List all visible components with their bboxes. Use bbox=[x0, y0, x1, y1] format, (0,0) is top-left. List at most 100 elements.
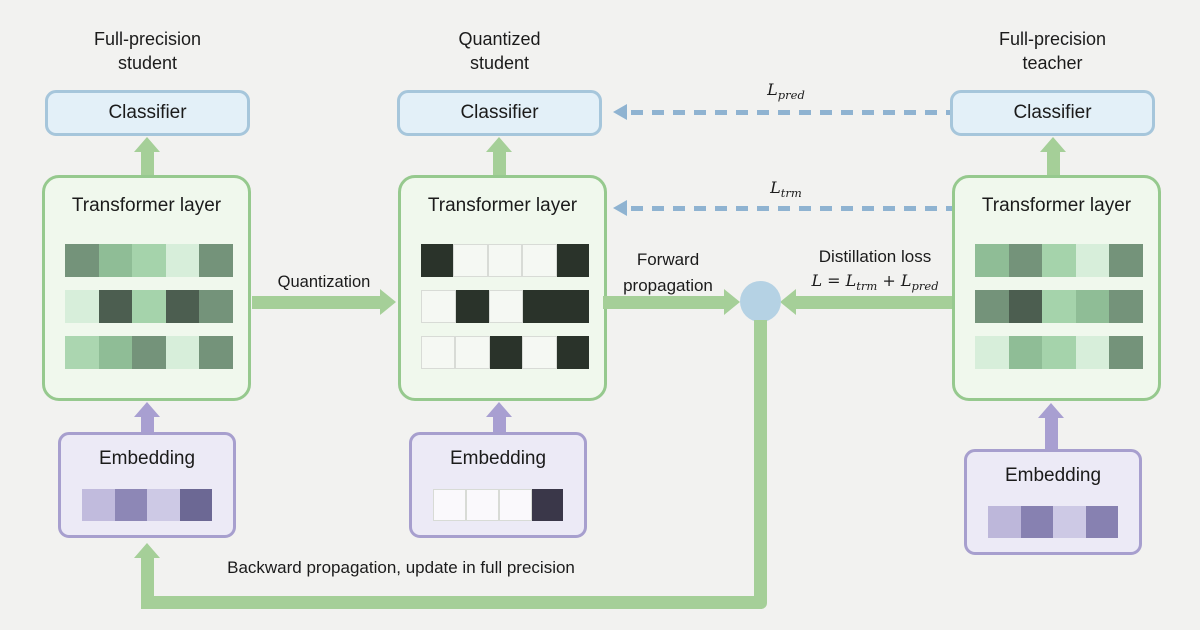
arrow-transformer-to-classifier-right bbox=[1040, 137, 1066, 175]
distillation-loss-label: Distillation loss L = Ltrm + Lpred bbox=[792, 245, 958, 298]
arrow-stem bbox=[140, 417, 154, 432]
dashed-line bbox=[631, 109, 950, 115]
matrix-cell bbox=[499, 489, 532, 521]
arrow-stem bbox=[1044, 418, 1058, 449]
arrow-transformer-to-classifier-left bbox=[134, 137, 160, 175]
transformer-label: Transformer layer bbox=[71, 195, 222, 216]
label-line: Distillation loss bbox=[818, 247, 932, 266]
matrix-cell bbox=[556, 290, 589, 323]
embedding-box-student-quantized: Embedding bbox=[409, 432, 587, 538]
matrix-cell bbox=[522, 336, 557, 369]
matrix-cell bbox=[975, 290, 1009, 323]
arrow-stem bbox=[796, 295, 952, 309]
embedding-label: Embedding bbox=[1004, 465, 1102, 486]
matrix-cell bbox=[975, 244, 1009, 277]
matrix-row bbox=[421, 244, 590, 277]
arrowhead-up-icon bbox=[1040, 137, 1066, 152]
matrix-cell bbox=[65, 244, 99, 277]
embedding-box-teacher: Embedding bbox=[964, 449, 1142, 555]
embedding-box-student-fp: Embedding bbox=[58, 432, 236, 538]
matrix-cell bbox=[165, 244, 200, 277]
arrow-stem bbox=[603, 295, 724, 309]
matrix-cell bbox=[453, 244, 488, 277]
matrix-cell bbox=[199, 336, 233, 369]
matrix-cell bbox=[421, 290, 456, 323]
matrix-cell bbox=[1042, 290, 1076, 323]
title-line: student bbox=[117, 53, 178, 73]
matrix-cell bbox=[975, 336, 1009, 369]
matrix-cell bbox=[988, 506, 1021, 538]
column-title-full-precision-teacher: Full-precision teacher bbox=[945, 27, 1160, 75]
weight-matrix-teacher bbox=[975, 244, 1143, 382]
dashed-line bbox=[631, 205, 952, 211]
matrix-cell bbox=[433, 489, 466, 521]
l-pred-label: Lpred bbox=[767, 80, 805, 103]
arrow-embedding-to-transformer-left bbox=[134, 402, 160, 432]
matrix-cell bbox=[556, 244, 590, 277]
matrix-cell bbox=[199, 290, 233, 323]
weight-matrix-student-quantized bbox=[421, 244, 590, 382]
matrix-cell bbox=[532, 489, 563, 521]
title-line: Full-precision bbox=[93, 29, 202, 49]
arrow-forward-propagation bbox=[603, 289, 740, 315]
matrix-cell bbox=[1008, 336, 1043, 369]
matrix-cell bbox=[1109, 244, 1143, 277]
matrix-cell bbox=[65, 336, 99, 369]
arrow-distillation-loss bbox=[780, 289, 952, 315]
matrix-cell bbox=[1075, 290, 1110, 323]
matrix-cell bbox=[556, 336, 590, 369]
arrow-stem bbox=[492, 152, 506, 175]
arrowhead-right-icon bbox=[724, 289, 740, 315]
dashed-arrow-l-pred bbox=[613, 104, 950, 120]
arrow-quantization bbox=[252, 289, 396, 315]
arrow-stem bbox=[140, 152, 154, 175]
matrix-cell bbox=[98, 244, 133, 277]
arrowhead-left-icon bbox=[780, 289, 796, 315]
matrix-cell bbox=[132, 336, 166, 369]
backward-propagation-label: Backward propagation, update in full pre… bbox=[227, 558, 575, 577]
title-line: teacher bbox=[1022, 53, 1083, 73]
matrix-cell bbox=[82, 489, 115, 521]
arrow-stem bbox=[1046, 152, 1060, 175]
embedding-label: Embedding bbox=[98, 448, 196, 469]
forward-propagation-label: Forward propagation bbox=[596, 247, 740, 299]
quantization-label: Quantization bbox=[277, 273, 371, 291]
matrix-cell bbox=[165, 290, 200, 323]
title-line: Full-precision bbox=[998, 29, 1107, 49]
matrix-row bbox=[65, 290, 233, 323]
matrix-cell bbox=[1053, 506, 1086, 538]
matrix-cell bbox=[488, 290, 524, 323]
matrix-cell bbox=[132, 244, 166, 277]
column-title-full-precision-student: Full-precision student bbox=[40, 27, 255, 75]
matrix-cell bbox=[522, 244, 557, 277]
matrix-cell bbox=[114, 489, 147, 521]
column-title-quantized-student: Quantized student bbox=[392, 27, 607, 75]
matrix-row bbox=[421, 290, 589, 323]
dashed-arrow-l-trm bbox=[613, 200, 952, 216]
arrowhead-left-icon bbox=[613, 200, 627, 216]
matrix-cell bbox=[179, 489, 212, 521]
arrow-stem bbox=[252, 295, 380, 309]
classifier-label: Classifier bbox=[108, 102, 187, 123]
arrowhead-up-icon bbox=[134, 137, 160, 152]
matrix-cell bbox=[1008, 290, 1043, 323]
transformer-box-student-quantized: Transformer layer bbox=[398, 175, 607, 401]
matrix-cell bbox=[421, 336, 456, 369]
transformer-label: Transformer layer bbox=[981, 195, 1132, 216]
matrix-cell bbox=[1075, 336, 1110, 369]
matrix-cell bbox=[1020, 506, 1053, 538]
matrix-cell bbox=[487, 244, 523, 277]
arrow-transformer-to-classifier-middle bbox=[486, 137, 512, 175]
arrow-backward-to-embedding bbox=[134, 543, 160, 609]
arrow-embedding-to-transformer-middle bbox=[486, 402, 512, 432]
matrix-cell bbox=[1042, 336, 1076, 369]
classifier-box-teacher: Classifier bbox=[950, 90, 1155, 136]
matrix-cell bbox=[1008, 244, 1043, 277]
matrix-cell bbox=[421, 244, 454, 277]
title-line: student bbox=[469, 53, 530, 73]
classifier-box-student-fp: Classifier bbox=[45, 90, 250, 136]
backward-path-horizontal bbox=[141, 596, 762, 609]
matrix-cell bbox=[455, 336, 490, 369]
matrix-row bbox=[65, 244, 233, 277]
